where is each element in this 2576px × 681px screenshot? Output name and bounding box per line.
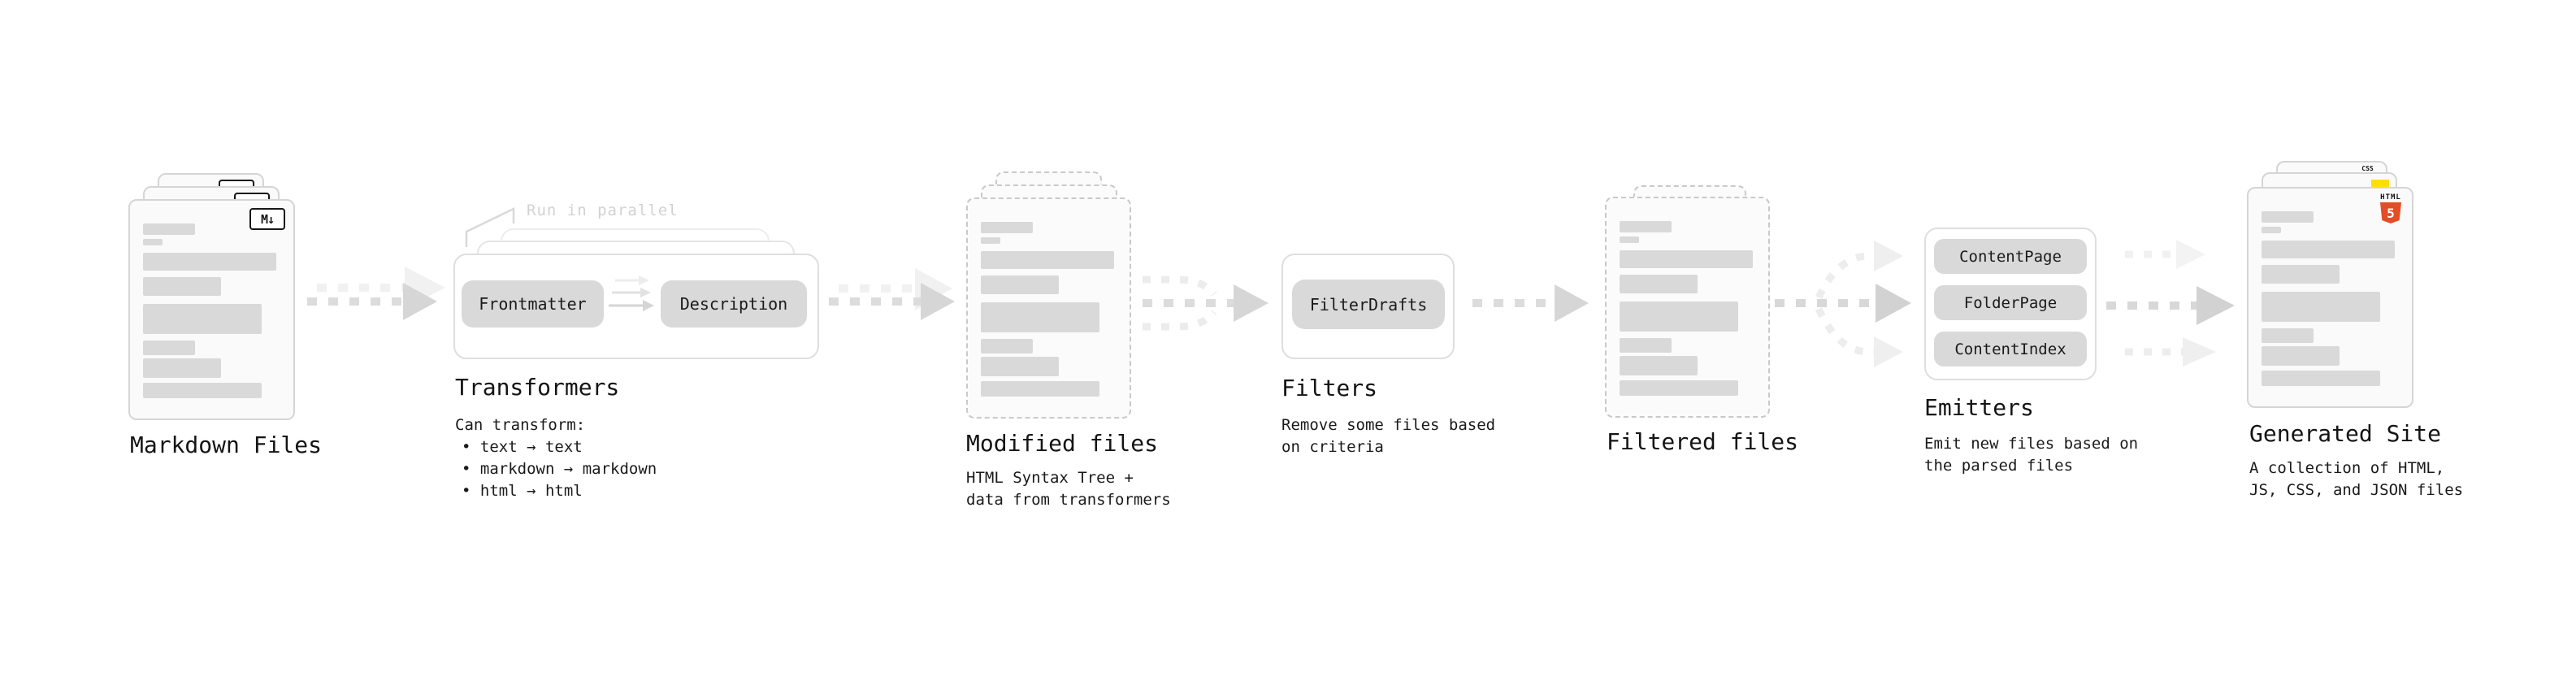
filters-title: Filters (1281, 375, 1378, 401)
skeleton-bar (143, 304, 262, 334)
skeleton-bar (981, 357, 1059, 376)
skeleton-bar (981, 381, 1099, 397)
doc-skeleton-bars (143, 223, 276, 398)
skeleton-bar (981, 275, 1059, 294)
markdown-files-label: Markdown Files (130, 432, 323, 458)
arrow-filters-to-filtered (1472, 284, 1589, 322)
skeleton-bar (1620, 275, 1698, 293)
skeleton-bar (1620, 338, 1672, 353)
modified-files-label: Modified files (966, 430, 1159, 457)
doc-skeleton-bars (2262, 211, 2395, 386)
skeleton-bar (143, 223, 195, 235)
arrows-emitters-to-site (2106, 240, 2235, 367)
modified-files-description: HTML Syntax Tree + data from transformer… (966, 469, 1171, 509)
markdown-doc-front: M↓ (128, 199, 295, 420)
arrow-markdown-to-transformers (307, 267, 445, 320)
site-doc-html: HTML 5 (2247, 187, 2413, 408)
skeleton-bar (2262, 241, 2395, 258)
generated-site-description: A collection of HTML, JS, CSS, and JSON … (2249, 459, 2464, 499)
skeleton-bar (143, 239, 163, 245)
transformers-title: Transformers (455, 374, 620, 401)
skeleton-bar (143, 253, 276, 271)
frontmatter-node: Frontmatter (462, 280, 604, 327)
run-in-parallel-note: Run in parallel (527, 202, 679, 219)
skeleton-bar (981, 339, 1033, 354)
transformers-description: Can transform: • text → text • markdown … (455, 416, 657, 500)
skeleton-bar (143, 383, 262, 398)
arrow-modified-to-filters (1143, 275, 1268, 331)
emitters-title: Emitters (1924, 394, 2034, 421)
skeleton-bar (1620, 301, 1738, 332)
filters-description: Remove some files based on criteria (1281, 416, 1496, 456)
folderpage-node: FolderPage (1934, 285, 2087, 320)
contentpage-node: ContentPage (1934, 239, 2087, 274)
doc-skeleton-bars (1620, 221, 1753, 396)
skeleton-bar (1620, 380, 1738, 396)
skeleton-bar (2262, 328, 2314, 343)
skeleton-bar (1620, 250, 1753, 268)
skeleton-bar (2262, 346, 2340, 366)
skeleton-bar (1620, 236, 1639, 243)
skeleton-bar (981, 302, 1099, 332)
filterdrafts-node: FilterDrafts (1292, 280, 1445, 329)
arrow-transformers-to-modified (829, 268, 955, 320)
skeleton-bar (981, 222, 1033, 233)
skeleton-bar (143, 358, 221, 378)
filtered-doc-front (1605, 197, 1770, 418)
skeleton-bar (2262, 292, 2380, 322)
emitters-description: Emit new files based on the parsed files (1924, 435, 2139, 475)
skeleton-bar (2262, 265, 2340, 284)
skeleton-bar (143, 340, 195, 355)
contentindex-node: ContentIndex (1934, 332, 2087, 367)
modified-doc-front (966, 197, 1131, 419)
skeleton-bar (981, 237, 1000, 244)
skeleton-bar (2262, 227, 2281, 233)
generated-site-label: Generated Site (2249, 420, 2442, 447)
skeleton-bar (1620, 221, 1672, 232)
arrow-filtered-to-emitters (1775, 241, 1911, 367)
skeleton-bar (2262, 371, 2380, 386)
markdown-icon: M↓ (249, 208, 285, 230)
skeleton-bar (143, 277, 221, 296)
doc-skeleton-bars (981, 222, 1114, 397)
skeleton-bar (2262, 211, 2314, 223)
filtered-files-label: Filtered files (1607, 428, 1799, 455)
skeleton-bar (1620, 356, 1698, 375)
html5-icon: HTML 5 (2379, 194, 2403, 223)
description-node: Description (661, 280, 807, 327)
skeleton-bar (981, 251, 1114, 269)
